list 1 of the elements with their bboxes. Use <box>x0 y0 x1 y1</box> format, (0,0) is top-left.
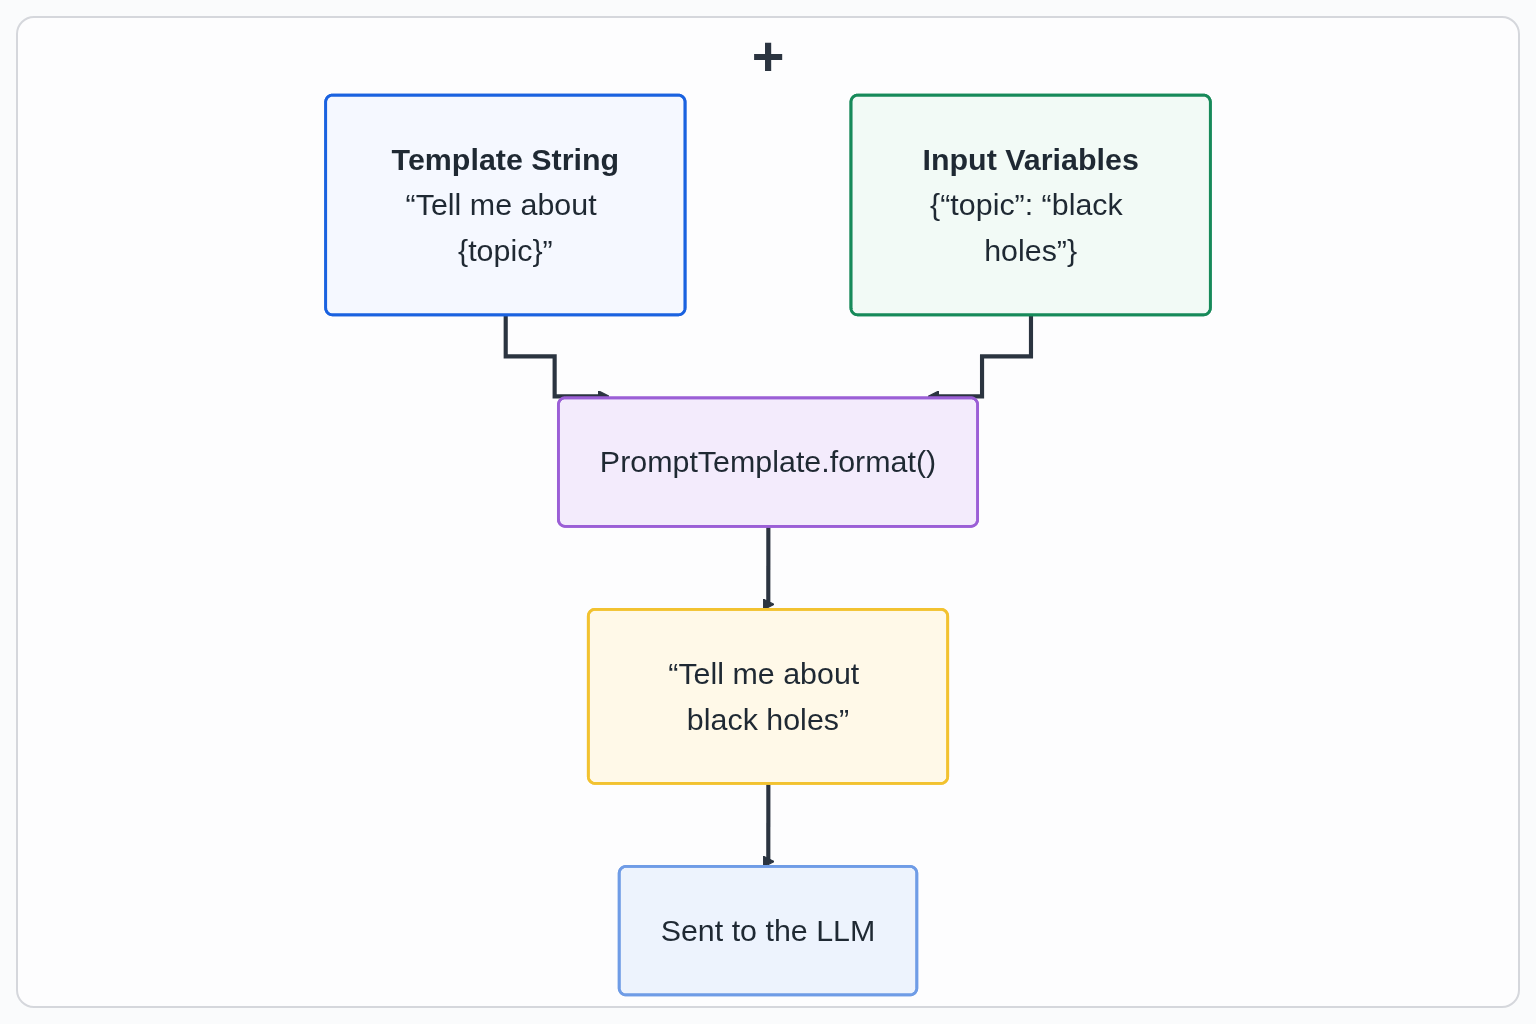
plus-sign: + <box>751 28 785 84</box>
